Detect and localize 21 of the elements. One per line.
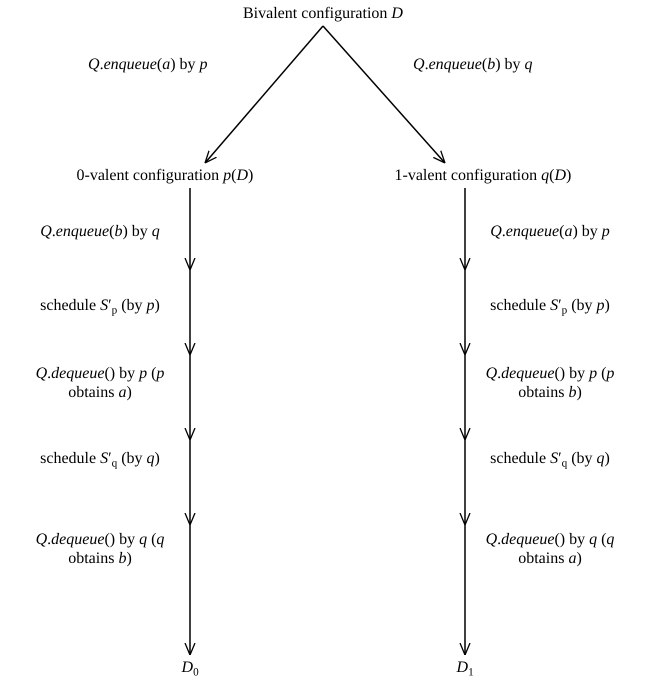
step-label: Q.dequeue() by p (p obtains a): [34, 364, 166, 402]
arrow: [459, 188, 471, 655]
node-label: Bivalent configuration D: [243, 4, 403, 24]
step-label: Q.dequeue() by p (p obtains b): [484, 364, 616, 402]
step-label: Q.enqueue(b) by q: [39, 222, 161, 242]
node-label: D$_{1}$: [456, 658, 474, 680]
edge-label: Q.enqueue(b) by q: [413, 55, 533, 74]
edge-label: Q.enqueue(a) by p: [88, 55, 208, 74]
node-label: D$_{0}$: [182, 658, 199, 680]
step-label: schedule S′$_{p}$ (by p): [489, 296, 611, 318]
step-label: Q.enqueue(a) by p: [489, 222, 611, 242]
step-label: Q.dequeue() by q (q obtains a): [484, 530, 616, 568]
arrow: [204, 26, 324, 164]
node-label: 0-valent configuration p(D): [76, 166, 254, 186]
step-label: schedule S′$_{q}$ (by q): [489, 449, 611, 471]
node-label: 1-valent configuration q(D): [394, 166, 572, 186]
step-label: Q.dequeue() by q (q obtains b): [34, 530, 166, 568]
arrow: [322, 26, 446, 164]
step-label: schedule S′$_{p}$ (by p): [39, 296, 161, 318]
arrow: [184, 188, 196, 655]
step-label: schedule S′$_{q}$ (by q): [39, 449, 161, 471]
